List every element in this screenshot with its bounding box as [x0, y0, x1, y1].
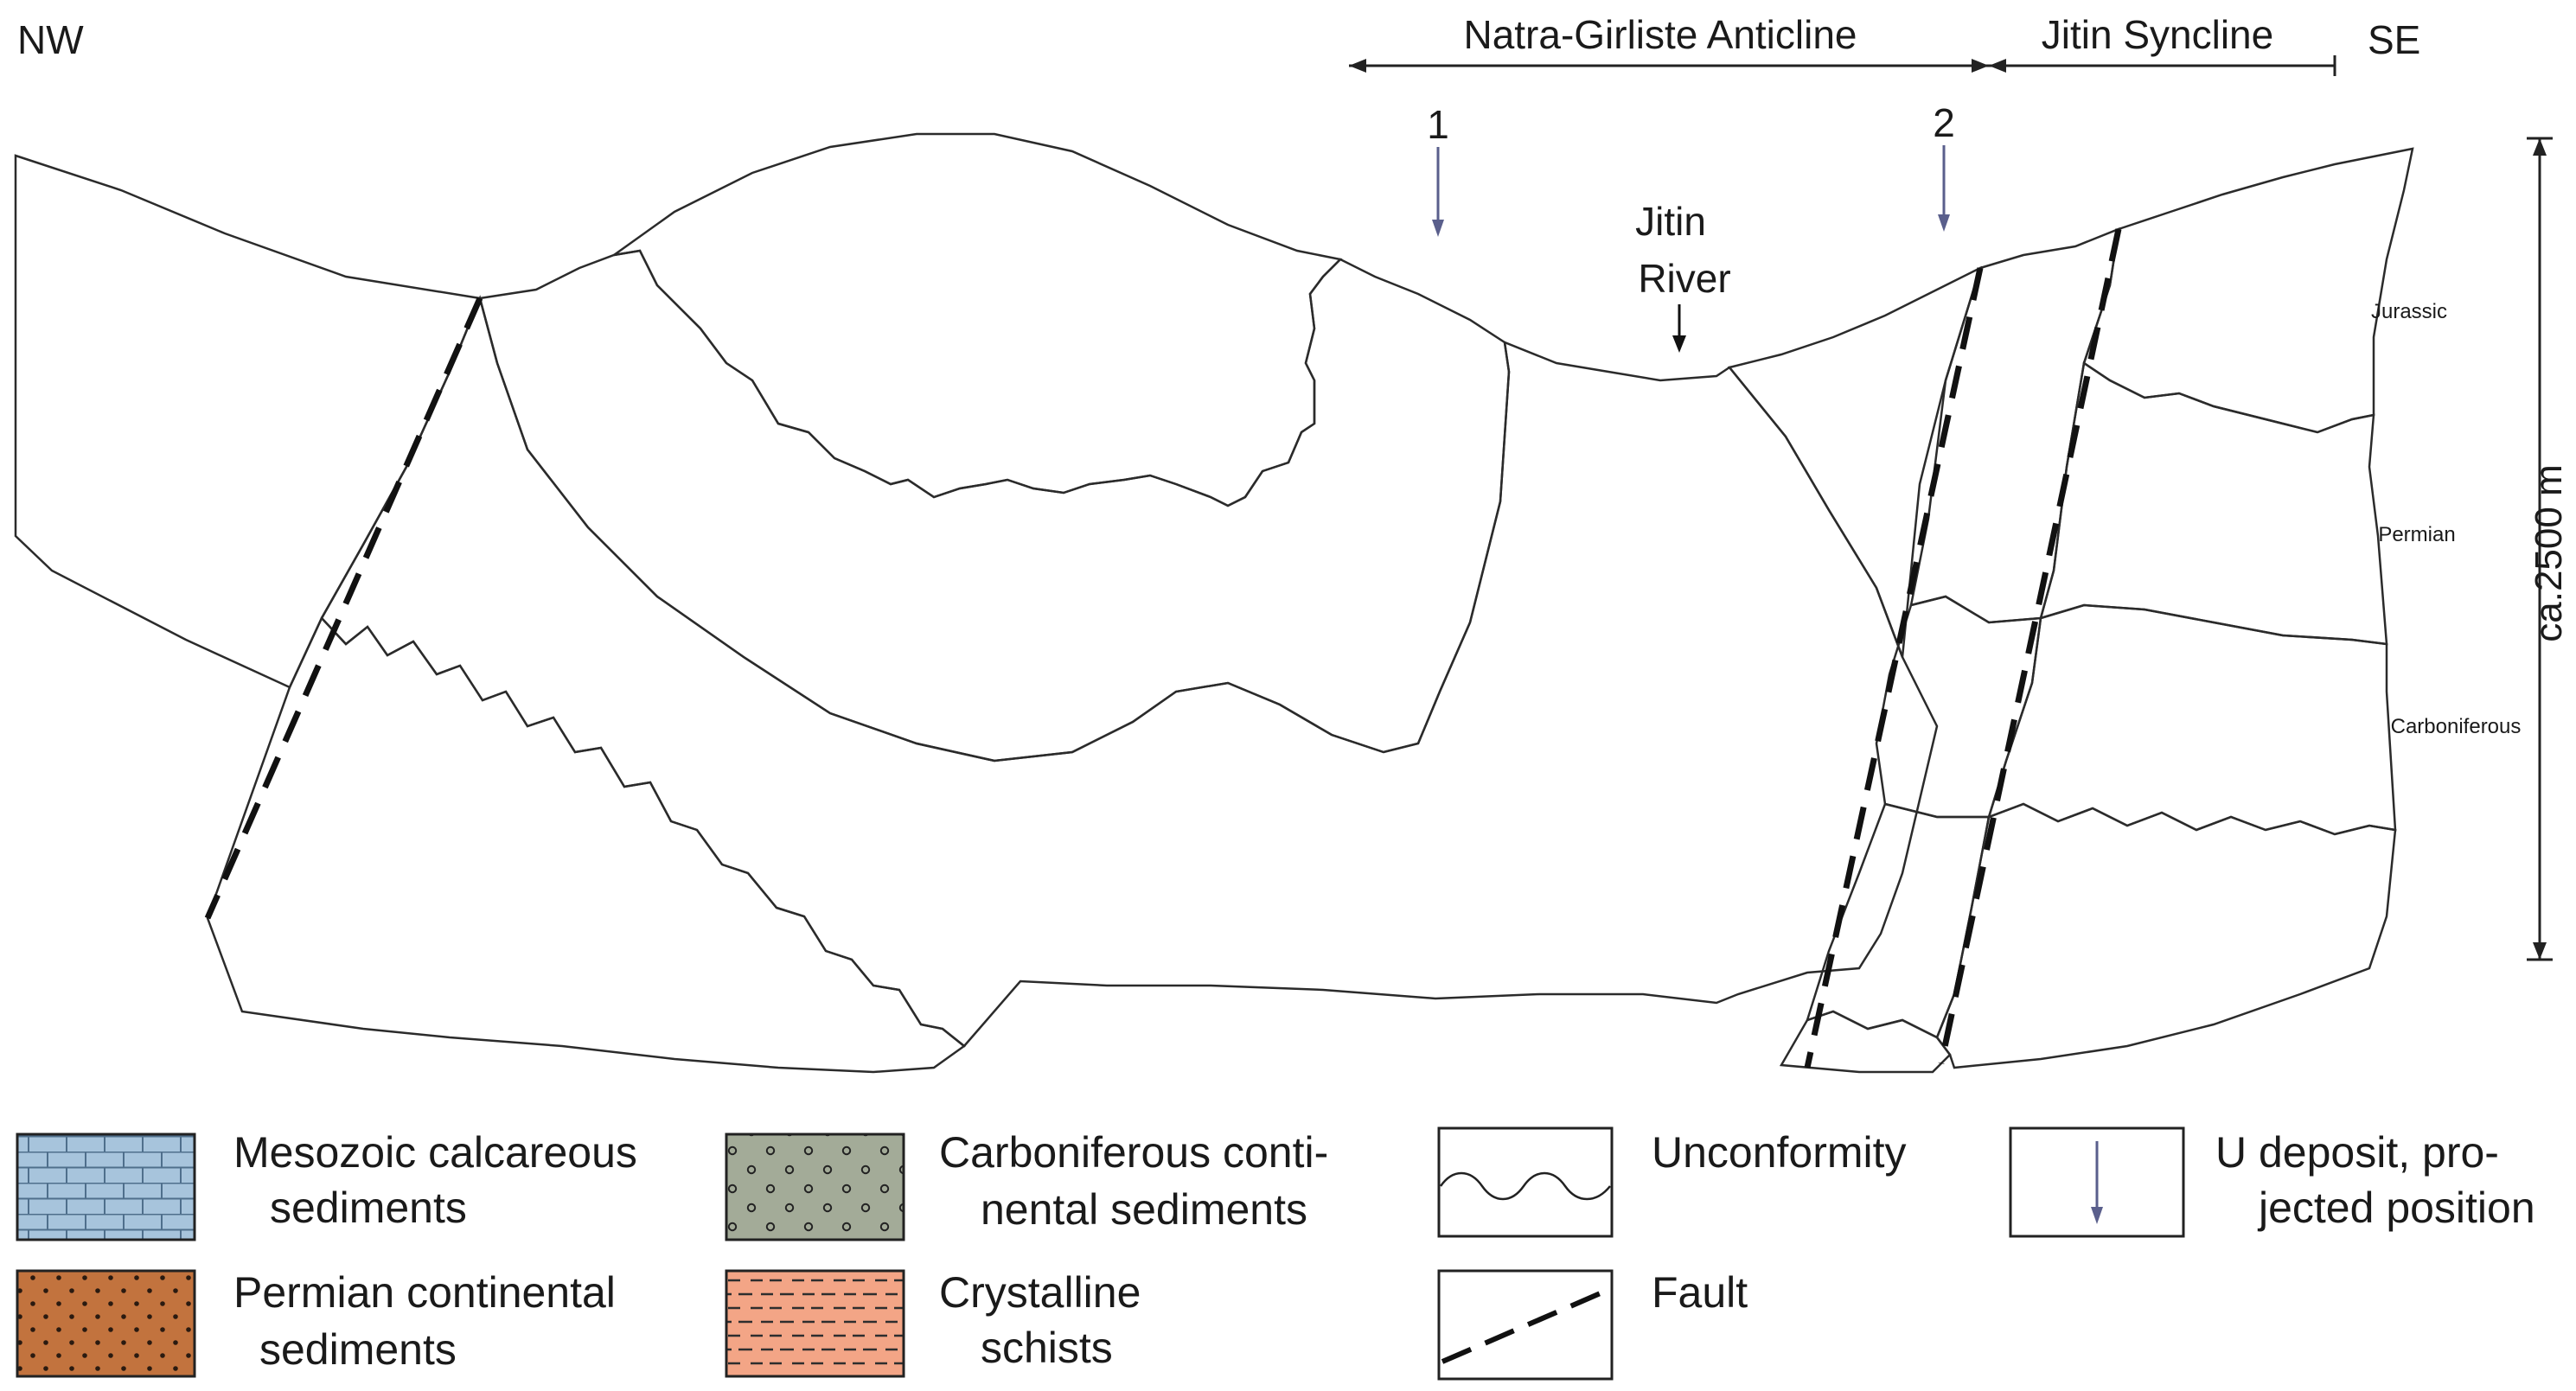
legend-swatch-mesozoic — [16, 1133, 196, 1241]
cross-section-body — [14, 132, 2414, 1074]
legend-label-u-deposit-line1: U deposit, pro- — [2215, 1128, 2499, 1177]
anticline-extent-arrow — [1349, 59, 1989, 73]
crystalline-east-basement — [1935, 802, 2397, 1069]
legend: Mesozoic calcareous sediments Permian co… — [16, 1126, 2535, 1381]
syncline-label: Jitin Syncline — [2042, 12, 2273, 57]
legend-swatch-fault — [1437, 1269, 1614, 1381]
scale-label: ca.2500 m — [2528, 464, 2570, 641]
anticline-label: Natra-Girliste Anticline — [1463, 12, 1857, 57]
legend-label-fault: Fault — [1652, 1268, 1748, 1317]
legend-label-unconformity: Unconformity — [1652, 1128, 1907, 1177]
u-deposit-arrow-1 — [1432, 147, 1444, 237]
direction-se-label: SE — [2368, 17, 2420, 62]
river-label-line1: Jitin — [1635, 199, 1706, 244]
crystalline-schists-lower-nw — [206, 616, 967, 1074]
fault-east-1 — [1804, 267, 1984, 1069]
legend-label-permian-line2: sediments — [259, 1325, 457, 1374]
fault-dashed-line-icon — [1441, 1287, 1610, 1364]
permian-main-synform — [478, 249, 1511, 762]
period-label-carboniferous: Carboniferous — [2391, 715, 2522, 738]
legend-swatch-crystalline — [725, 1269, 905, 1378]
legend-label-permian-line1: Permian continental — [233, 1268, 616, 1317]
mesozoic-east-syncline — [2082, 147, 2414, 434]
u-deposit-arrow-2 — [1938, 145, 1950, 232]
carboniferous-main-body — [320, 295, 1939, 1048]
period-label-permian: Permian — [2378, 523, 2455, 546]
crystalline-schists-nw-block — [14, 154, 482, 689]
carboniferous-fault-slice — [1806, 802, 1991, 1039]
legend-label-mesozoic-line1: Mesozoic calcareous — [233, 1128, 637, 1177]
fault-nw — [204, 297, 483, 920]
legend-label-crystalline-line1: Crystalline — [939, 1268, 1141, 1317]
river-arrow — [1672, 304, 1686, 353]
legend-label-carboniferous-line2: nental sediments — [981, 1185, 1307, 1234]
period-label-jurassic: Jurassic — [2371, 300, 2447, 323]
legend-swatch-permian — [16, 1269, 196, 1378]
legend-label-u-deposit-line2: jected position — [2257, 1184, 2535, 1232]
legend-label-carboniferous-line1: Carboniferous conti- — [939, 1128, 1328, 1177]
legend-label-crystalline-line2: schists — [981, 1324, 1113, 1372]
unconformity-wavy-line-icon — [1439, 1171, 1611, 1201]
fault-east-2 — [1938, 228, 2122, 1064]
scale-bar — [2527, 137, 2553, 961]
permian-east-block — [1727, 265, 1983, 658]
deposit-label-1: 1 — [1427, 102, 1449, 147]
legend-swatch-carboniferous — [725, 1133, 905, 1241]
u-deposit-arrow-icon — [2091, 1141, 2103, 1224]
legend-label-mesozoic-line2: sediments — [270, 1184, 467, 1232]
mesozoic-main-cap — [613, 132, 1343, 507]
syncline-extent-arrow — [1989, 55, 2336, 76]
deposit-label-2: 2 — [1933, 100, 1955, 145]
river-label-line2: River — [1638, 256, 1730, 301]
direction-nw-label: NW — [17, 17, 84, 62]
